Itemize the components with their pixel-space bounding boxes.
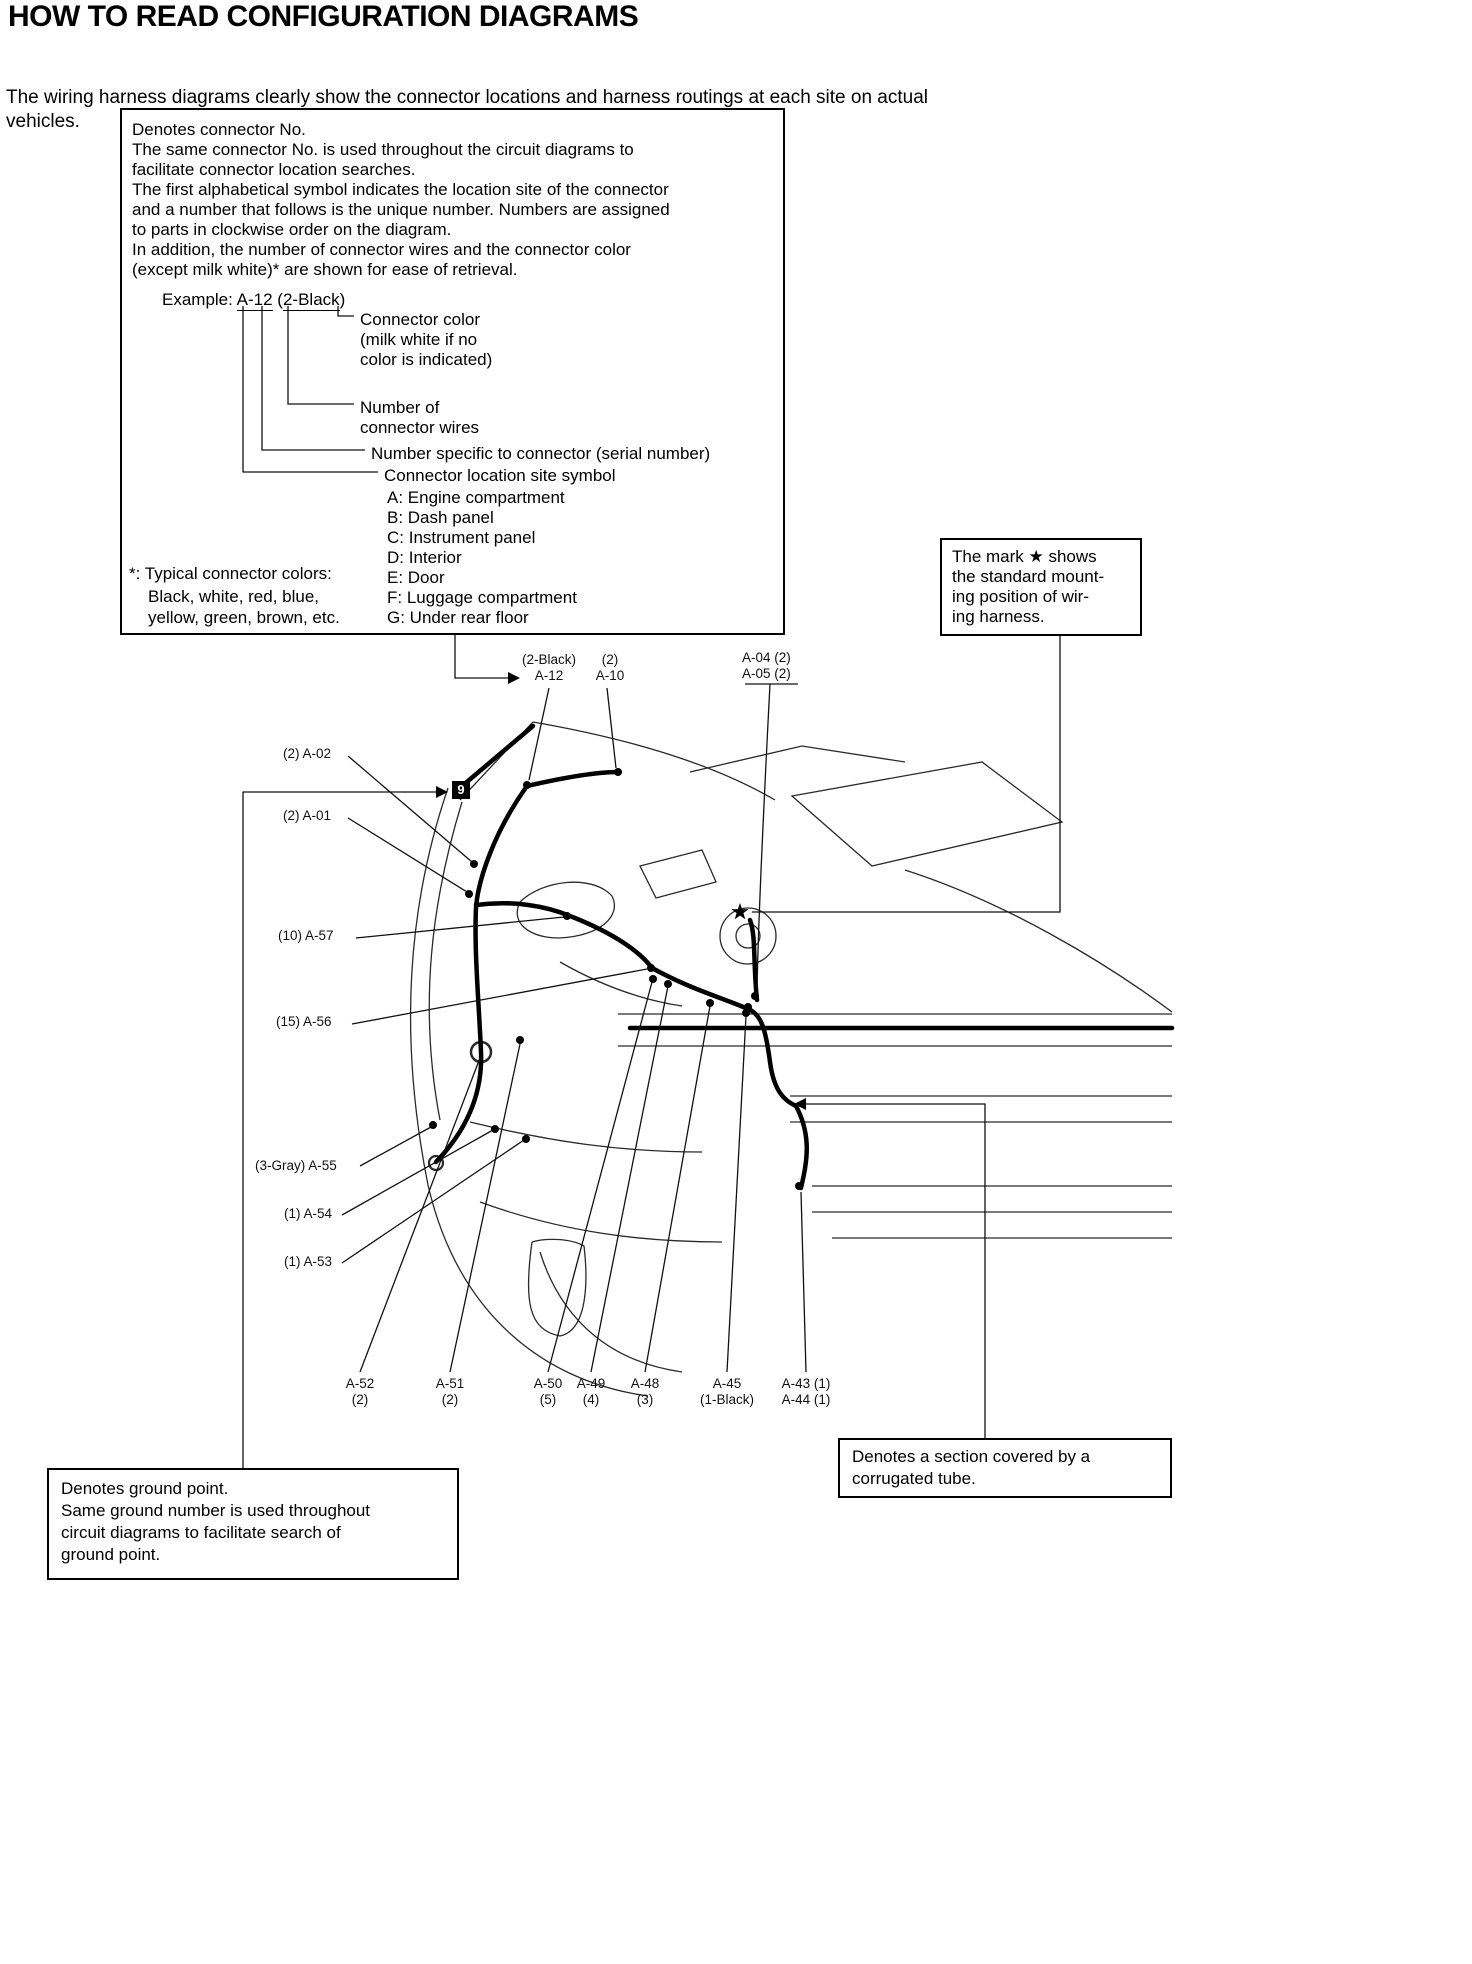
standard-mount-star-icon <box>731 903 749 920</box>
example-connector-code: A-12 <box>236 290 273 311</box>
connector-label-a-12: (2-Black) A-12 <box>521 652 576 683</box>
connector-label-a-53: (1) A-53 <box>284 1254 333 1269</box>
connector-label-a-56: (15) A-56 <box>276 1014 332 1029</box>
footnote-title: *: Typical connector colors: <box>129 564 332 583</box>
connector-label-a-57: (10) A-57 <box>278 928 334 943</box>
connector-dots <box>429 768 803 1190</box>
connector-label-a-52: A-52 (2) <box>345 1376 375 1407</box>
ground-note-text: Denotes ground point. Same ground number… <box>61 1479 371 1564</box>
mark-note-text: The mark ★ shows the standard mount- ing… <box>952 547 1105 626</box>
connector-label-a-04-a-05: A-04 (2) A-05 (2) <box>742 650 791 681</box>
connector-note-box: Denotes connector No. The same connector… <box>120 108 785 635</box>
arrow-right-icon <box>436 786 448 798</box>
connector-note-text: Denotes connector No. The same connector… <box>132 120 670 279</box>
connector-label-a-01: (2) A-01 <box>283 808 332 823</box>
example-color-code: 2-Black <box>282 290 340 311</box>
connector-label-a-10: (2) A-10 <box>595 652 625 683</box>
connector-label-a-49: A-49 (4) <box>576 1376 606 1407</box>
leader-lines <box>242 634 1061 1468</box>
example-paren-close: ) <box>339 290 346 309</box>
arrow-icons <box>436 672 806 1110</box>
ground-note-box: Denotes ground point. Same ground number… <box>47 1468 459 1580</box>
arrow-left-icon <box>794 1098 806 1110</box>
example-prefix: Example: <box>162 290 237 309</box>
example-paren-open: ( <box>272 290 283 309</box>
callout-site-symbol: Connector location site symbol <box>384 466 616 485</box>
footnote-body: Black, white, red, blue, yellow, green, … <box>148 587 340 627</box>
connector-label-a-45: A-45 (1-Black) <box>699 1376 754 1407</box>
vehicle-body-outline <box>409 721 1173 1397</box>
page-title: HOW TO READ CONFIGURATION DIAGRAMS <box>8 0 639 33</box>
example-callout-lines <box>242 306 378 473</box>
example-line: Example: A-12 (2-Black) <box>162 290 346 311</box>
callout-connector-color: Connector color (milk white if no color … <box>360 310 493 369</box>
wiring-harness-lines <box>433 723 1175 1191</box>
connector-label-a-51: A-51 (2) <box>435 1376 465 1407</box>
connector-label-a-50: A-50 (5) <box>533 1376 563 1407</box>
tube-note-box: Denotes a section covered by a corrugate… <box>838 1438 1172 1498</box>
connector-label-a-54: (1) A-54 <box>284 1206 333 1221</box>
connector-label-a-02: (2) A-02 <box>283 746 332 761</box>
arrow-right-icon <box>508 672 520 684</box>
connector-label-a-43-a-44: A-43 (1) A-44 (1) <box>781 1376 831 1407</box>
ground-point-badge: 9 <box>452 781 470 799</box>
intro-text: The wiring harness diagrams clearly show… <box>6 87 929 132</box>
callout-wire-count: Number of connector wires <box>360 398 480 437</box>
callout-serial-number: Number specific to connector (serial num… <box>371 444 711 463</box>
connector-label-a-55: (3-Gray) A-55 <box>255 1158 337 1173</box>
connector-label-a-48: A-48 (3) <box>630 1376 660 1407</box>
mark-note-box: The mark ★ shows the standard mount- ing… <box>940 538 1142 636</box>
tube-note-text: Denotes a section covered by a corrugate… <box>852 1447 1091 1488</box>
site-symbol-list: A: Engine compartment B: Dash panel C: I… <box>387 488 577 627</box>
